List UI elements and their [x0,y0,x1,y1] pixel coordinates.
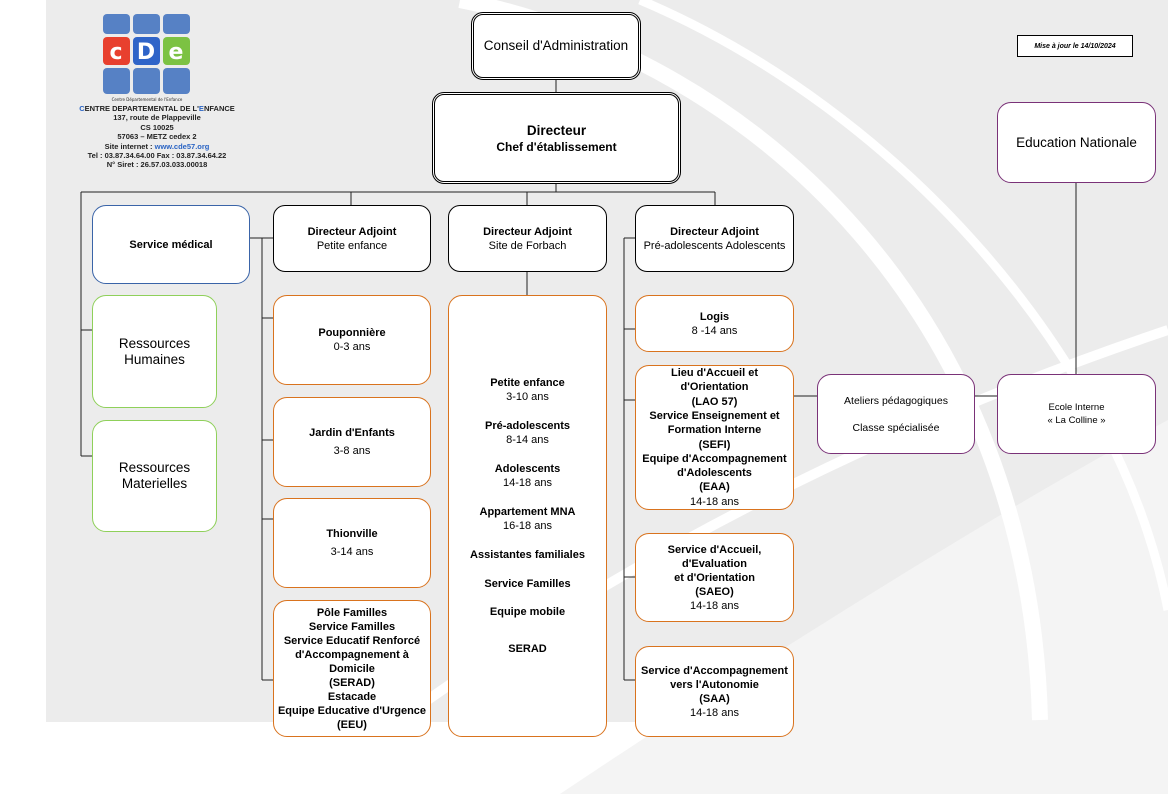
forbach-ados-age: 14-18 ans [503,477,552,489]
unit-name: Pouponnière [318,327,386,339]
lao-box: Lieu d'Accueil et d'Orientation (LAO 57)… [635,365,794,510]
logo-subtitle: Centre Départemental de l'Enfance [112,97,183,102]
board-label: Conseil d'Administration [483,38,629,53]
deputy-director-subtitle: Petite enfance [316,239,388,252]
medical-service-label: Service médical [129,238,213,251]
lao-line: Service Enseignement et [649,409,780,422]
pole-line: Service Familles [308,620,396,633]
ateliers-box: Ateliers pédagogiques Classe spécialisée [817,374,975,454]
unit-age: 0-3 ans [333,341,371,353]
unit-name: Thionville [326,528,378,540]
lao-line: Equipe d'Accompagnement [642,452,787,465]
material-resources-box: Ressources Materielles [92,420,217,532]
thionville-box: Thionville 3-14 ans [273,498,431,588]
deputy-director-subtitle: Site de Forbach [488,239,567,252]
forbach-assistantes: Assistantes familiales [470,549,585,561]
lao-line: Lieu d'Accueil et d'Orientation [671,367,758,394]
logo-letter-c: c [109,40,122,65]
ateliers-label: Ateliers pédagogiques [844,394,948,407]
material-resources-label: Ressources Materielles [118,460,191,491]
forbach-mna-age: 16-18 ans [503,520,552,532]
update-date: Mise à jour le 14/10/2024 [1017,35,1133,57]
saa-line: (SAA) [699,692,730,705]
pole-line: Pôle Familles [316,606,388,619]
organization-info: CENTRE DEPARTEMENTAL DE L'ENFANCE 137, r… [62,104,252,170]
website-line: Site internet : www.cde57.org [104,141,210,151]
lao-line: (SEFI) [698,438,731,451]
deputy-director-title: Directeur Adjoint [307,225,397,238]
pole-line: (SERAD) [329,676,375,689]
director-box: Directeur Chef d'établissement [432,92,681,184]
cde-logo: c D e Centre Départemental de l'Enfance [103,14,190,102]
ecole-label: Ecole Interne [1048,402,1105,413]
address-line: 57063 – METZ cedex 2 [117,132,197,142]
forbach-ados: Adolescents [494,463,561,475]
unit-name: Logis [699,310,730,323]
phone-line: Tel : 03.87.34.64.00 Fax : 03.87.34.64.2… [87,151,227,161]
forbach-equipe-mobile: Equipe mobile [489,606,566,618]
deputy-director-title: Directeur Adjoint [670,225,759,238]
unit-name: Jardin d'Enfants [309,427,395,439]
pouponniere-box: Pouponnière 0-3 ans [273,295,431,385]
forbach-pre-ados: Pré-adolescents [485,420,570,432]
address-line: 137, route de Plappeville [113,113,201,123]
pole-line: Service Educatif Renforcé [283,634,421,647]
deputy-director-forbach: Directeur Adjoint Site de Forbach [448,205,607,272]
ecole-name: « La Colline » [1047,415,1106,426]
saeo-box: Service d'Accueil, d'Evaluation et d'Ori… [635,533,794,622]
medical-service-box: Service médical [92,205,250,284]
website-link[interactable]: www.cde57.org [154,141,210,151]
education-nationale-label: Education Nationale [1016,134,1137,150]
address-line: CS 10025 [140,122,174,132]
pole-line: Estacade [327,690,377,703]
logis-box: Logis 8 -14 ans [635,295,794,352]
siret-line: N° Siret : 26.57.03.033.00018 [106,160,208,170]
lao-age: 14-18 ans [690,495,739,508]
director-subtitle: Chef d'établissement [496,139,617,154]
saeo-age: 14-18 ans [690,599,739,612]
organization-name: CENTRE DEPARTEMENTAL DE L'ENFANCE [79,104,235,113]
pole-familles-box: Pôle Familles Service Familles Service E… [273,600,431,737]
saeo-line: (SAEO) [695,585,734,598]
lao-line: d'Adolescents [677,467,752,480]
human-resources-label: Ressources Humaines [118,335,191,367]
education-nationale-box: Education Nationale [997,102,1156,183]
unit-age: 3-8 ans [333,445,371,457]
human-resources-box: Ressources Humaines [92,295,217,408]
saa-line: Service d'Accompagnement [641,664,788,677]
lao-line: Formation Interne [667,424,762,437]
forbach-mna: Appartement MNA [479,506,576,518]
unit-age: 3-14 ans [330,546,374,558]
lao-line: (EAA) [699,481,730,494]
saeo-line: Service d'Accueil, d'Evaluation [667,543,762,570]
forbach-petite-enfance: Petite enfance [490,377,565,389]
forbach-petite-enfance-age: 3-10 ans [506,391,549,403]
ecole-interne-box: Ecole Interne « La Colline » [997,374,1156,454]
deputy-director-early-childhood: Directeur Adjoint Petite enfance [273,205,431,272]
pole-line: d'Accompagnement à Domicile [295,648,409,675]
director-title: Directeur [526,122,587,138]
classe-label: Classe spécialisée [852,421,940,434]
deputy-director-title: Directeur Adjoint [483,225,572,238]
deputy-director-subtitle: Pré-adolescents Adolescents [643,239,786,252]
jardin-enfants-box: Jardin d'Enfants 3-8 ans [273,397,431,487]
saa-age: 14-18 ans [690,706,739,719]
saeo-line: et d'Orientation [674,571,755,584]
pole-line: (EEU) [337,718,367,731]
forbach-services-box: Petite enfance 3-10 ans Pré-adolescents … [448,295,607,737]
logo-letter-d: D [137,40,155,65]
saa-box: Service d'Accompagnement vers l'Autonomi… [635,646,794,737]
unit-age: 8 -14 ans [691,324,738,337]
forbach-serad: SERAD [508,643,547,655]
deputy-director-adolescents: Directeur Adjoint Pré-adolescents Adoles… [635,205,794,272]
lao-line: (LAO 57) [691,395,738,408]
logo-letter-e: e [169,40,184,65]
forbach-pre-ados-age: 8-14 ans [506,434,549,446]
saa-line: vers l'Autonomie [670,678,759,691]
forbach-service-familles: Service Familles [484,578,571,590]
board-box: Conseil d'Administration [471,12,641,80]
pole-line: Equipe Educative d'Urgence [277,704,427,717]
